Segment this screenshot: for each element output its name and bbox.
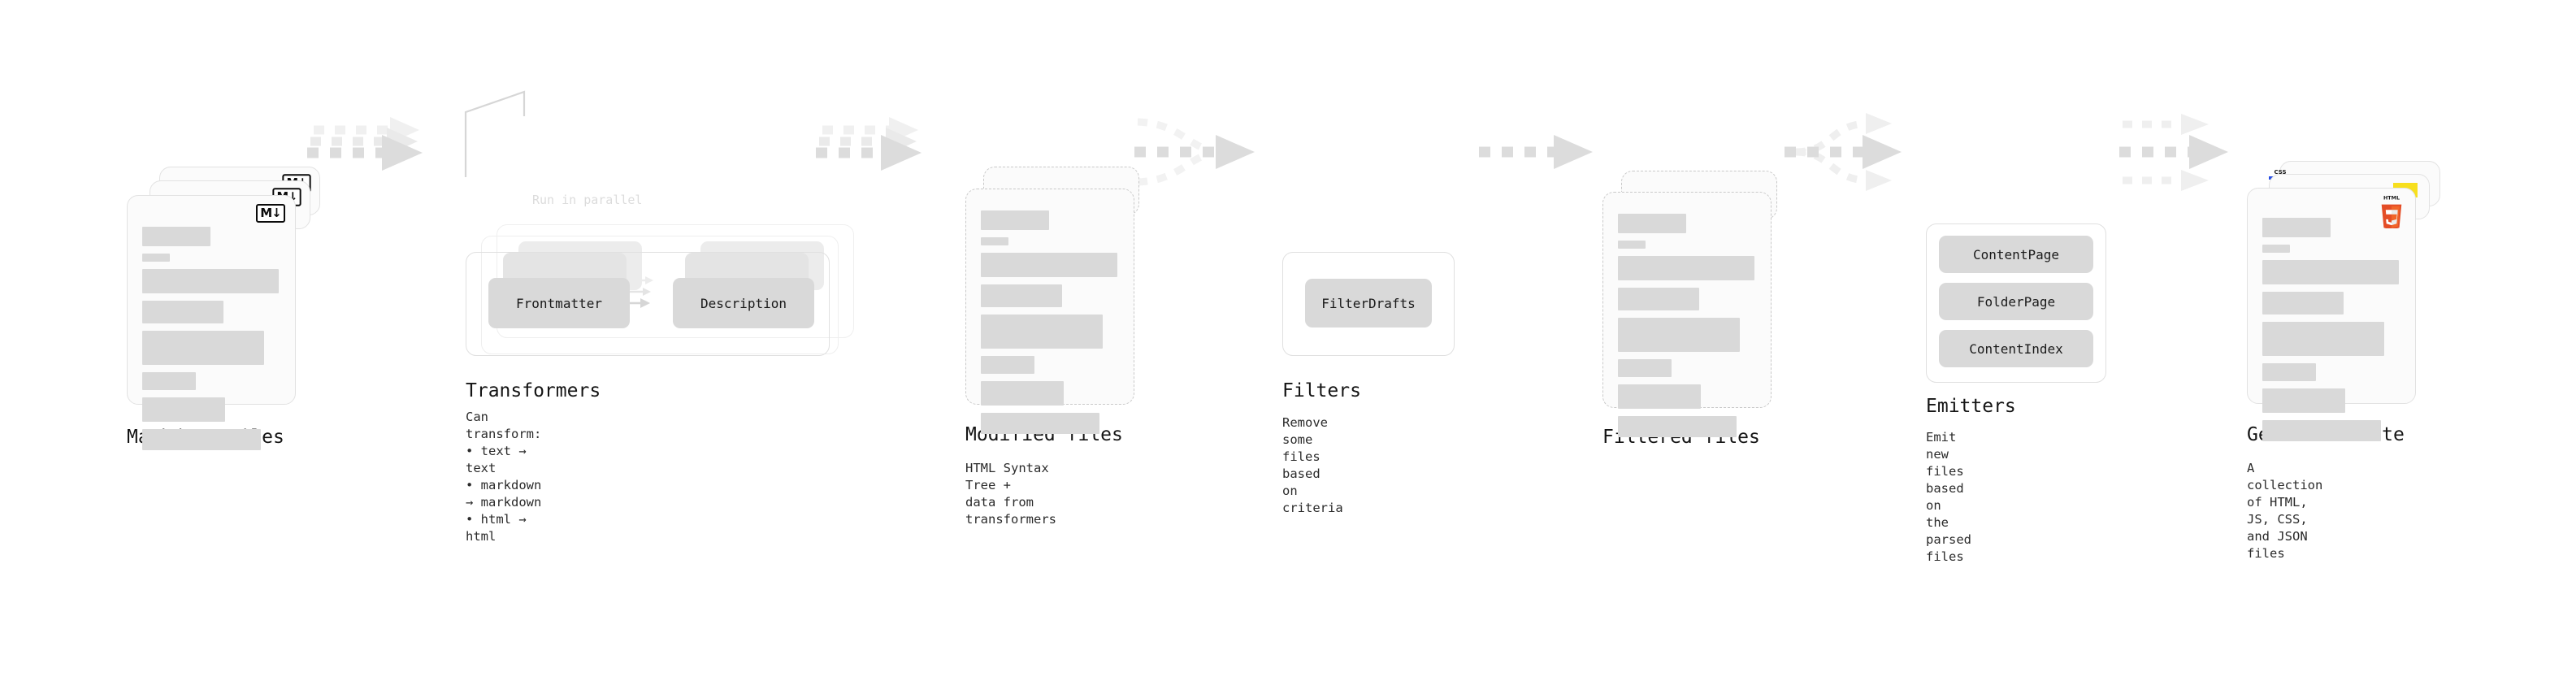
placeholder-bar	[1618, 256, 1754, 280]
placeholder-bar	[2262, 260, 2399, 284]
placeholder-bar	[2262, 218, 2331, 237]
placeholder-bar	[1618, 384, 1701, 409]
placeholder-bar	[1618, 318, 1740, 352]
connector-emitters-to-site	[2119, 114, 2228, 191]
filter-chip-filterdrafts[interactable]: FilterDrafts	[1305, 279, 1432, 327]
placeholder-bar	[2262, 363, 2316, 381]
placeholder-bar	[142, 227, 210, 246]
transformers-subtitle: Can transform: • text → text • markdown …	[466, 410, 542, 544]
css-badge-label: CSS	[2274, 169, 2287, 176]
emitter-chip-folderpage[interactable]: FolderPage	[1939, 283, 2093, 320]
generated-site-subtitle: A collection of HTML, JS, CSS, and JSON …	[2247, 461, 2323, 561]
placeholder-bar	[2262, 420, 2381, 441]
connector-transformers-to-modified	[816, 117, 922, 171]
placeholder-bar	[981, 284, 1062, 307]
transformer-chip-description[interactable]: Description	[673, 278, 814, 328]
placeholder-bar	[2262, 245, 2290, 253]
placeholder-bar	[142, 301, 223, 323]
placeholder-bar	[981, 253, 1117, 277]
placeholder-bar	[2262, 388, 2345, 413]
placeholder-bar	[981, 356, 1034, 374]
connector-filters-to-filtered	[1479, 135, 1593, 169]
transformers-group	[466, 252, 830, 356]
placeholder-bar	[1618, 359, 1672, 377]
run-in-parallel-bracket	[464, 90, 526, 177]
connector-modified-to-filters	[1134, 118, 1255, 186]
placeholder-bar	[981, 210, 1049, 230]
html5-icon: HTML	[2378, 195, 2405, 230]
emitters-title: Emitters	[1926, 396, 2016, 417]
placeholder-bar	[981, 237, 1008, 245]
emitter-chip-contentindex[interactable]: ContentIndex	[1939, 330, 2093, 367]
connector-md-to-transformers	[307, 117, 423, 171]
site-card-front[interactable]: HTML	[2247, 188, 2416, 441]
placeholder-bar	[981, 381, 1064, 406]
transformer-chip-frontmatter[interactable]: Frontmatter	[488, 278, 630, 328]
placeholder-bar	[1618, 288, 1699, 310]
site-card-placeholder-lines	[2262, 218, 2402, 449]
placeholder-bar	[142, 269, 279, 293]
modified-card-placeholder-lines	[981, 210, 1121, 441]
placeholder-bar	[1618, 214, 1686, 233]
placeholder-bar	[981, 413, 1099, 434]
run-in-parallel-label: Run in parallel	[532, 193, 643, 207]
placeholder-bar	[2262, 292, 2344, 314]
svg-text:HTML: HTML	[2383, 196, 2400, 202]
placeholder-bar	[1618, 241, 1646, 249]
placeholder-bar	[1618, 416, 1737, 437]
filtered-card-front[interactable]	[1602, 192, 1772, 437]
placeholder-bar	[142, 331, 264, 365]
placeholder-bar	[142, 397, 225, 422]
filters-title: Filters	[1282, 380, 1361, 401]
emitters-subtitle: Emit new files based on the parsed files	[1926, 430, 1971, 564]
placeholder-bar	[142, 429, 261, 450]
filters-subtitle: Remove some files based on criteria	[1282, 415, 1343, 515]
modified-card-front[interactable]	[965, 189, 1134, 434]
markdown-card-front[interactable]: M↓	[127, 195, 296, 450]
transformers-title: Transformers	[466, 380, 601, 401]
placeholder-bar	[981, 314, 1103, 349]
modified-files-subtitle: HTML Syntax Tree + data from transformer…	[965, 461, 1056, 527]
markdown-badge: M↓	[256, 204, 285, 223]
placeholder-bar	[142, 254, 170, 262]
emitter-chip-contentpage[interactable]: ContentPage	[1939, 236, 2093, 273]
placeholder-bar	[142, 372, 196, 390]
connector-filtered-to-emitters	[1785, 113, 1902, 191]
markdown-card-placeholder-lines	[142, 227, 282, 458]
placeholder-bar	[2262, 322, 2384, 356]
filtered-card-placeholder-lines	[1618, 214, 1758, 445]
